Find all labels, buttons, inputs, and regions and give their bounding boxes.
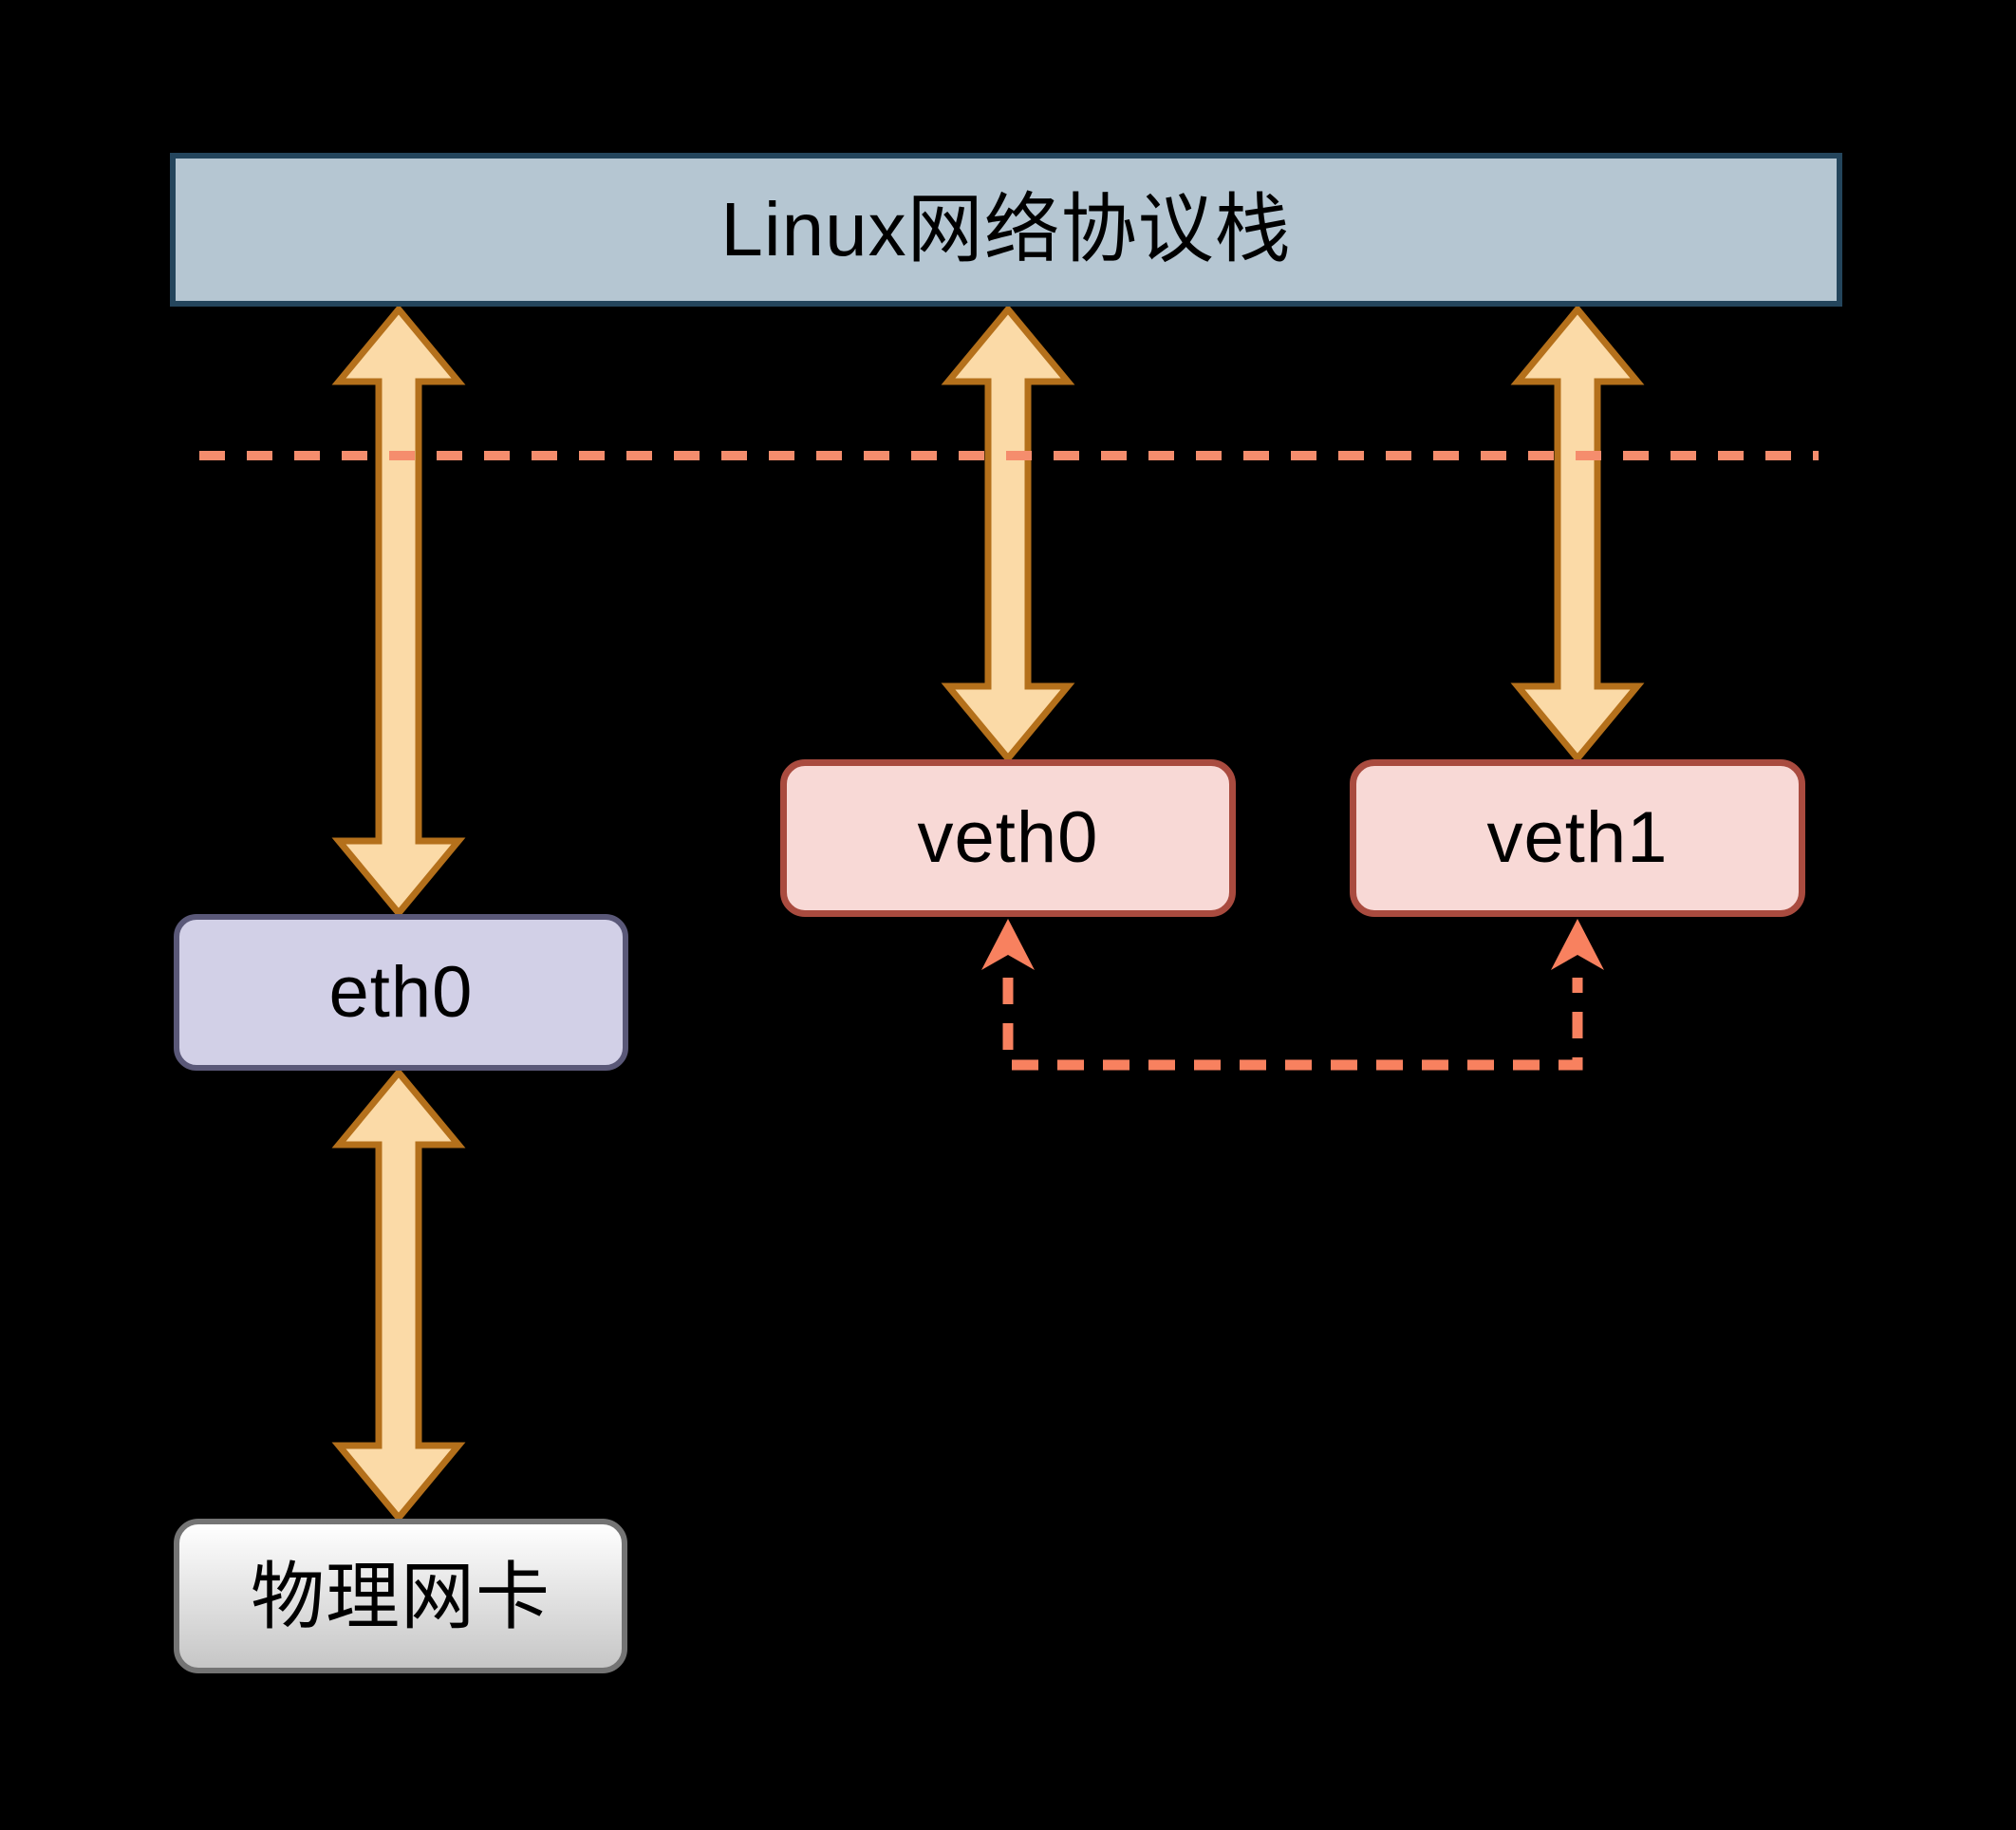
double-arrow-stack-eth0 [331, 304, 466, 919]
node-veth0: veth0 [780, 759, 1236, 917]
node-linux-protocol-stack-label: Linux网络协议栈 [720, 187, 1292, 271]
double-arrow-stack-veth0 [941, 304, 1075, 764]
veth-pair-link-path [1002, 978, 1583, 1071]
double-arrow-stack-veth1 [1510, 304, 1645, 764]
veth-pair-link-arrowhead-veth1 [1551, 919, 1604, 970]
node-eth0-label: eth0 [328, 951, 474, 1033]
double-arrow-eth0-nic [331, 1067, 466, 1523]
node-physical-nic: 物理网卡 [174, 1519, 627, 1673]
node-veth1: veth1 [1350, 759, 1805, 917]
node-veth1-label: veth1 [1486, 797, 1669, 878]
node-veth0-label: veth0 [917, 797, 1099, 878]
node-physical-nic-label: 物理网卡 [250, 1554, 551, 1638]
veth-pair-link-arrowhead-veth0 [981, 919, 1035, 970]
node-linux-protocol-stack: Linux网络协议栈 [170, 153, 1842, 307]
node-eth0: eth0 [174, 914, 628, 1071]
